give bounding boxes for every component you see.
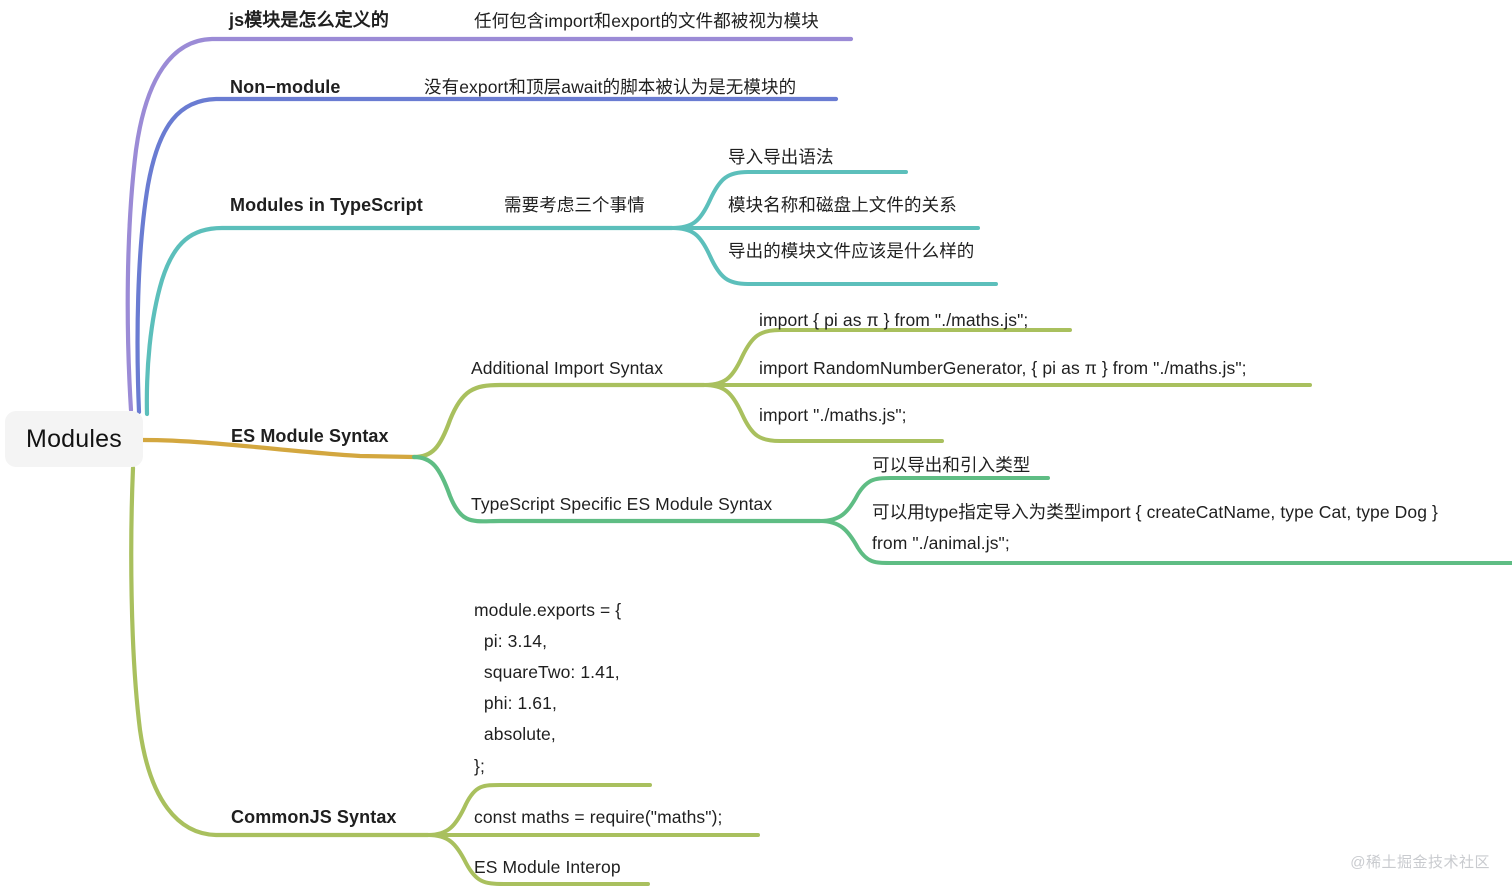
node-module-exports-line4[interactable]: phi: 1.61, — [474, 693, 557, 713]
node-module-name-file-relation[interactable]: 模块名称和磁盘上文件的关系 — [728, 195, 957, 215]
node-js-module-definition-detail[interactable]: 任何包含import和export的文件都被视为模块 — [474, 11, 819, 31]
node-type-modifier-import-line1[interactable]: 可以用type指定导入为类型import { createCatName, ty… — [872, 502, 1438, 522]
node-additional-import-syntax[interactable]: Additional Import Syntax — [471, 358, 664, 378]
node-three-considerations[interactable]: 需要考虑三个事情 — [504, 195, 645, 215]
root-node[interactable]: Modules — [5, 411, 143, 467]
node-module-exports-line6[interactable]: }; — [474, 756, 485, 776]
node-module-exports-line2[interactable]: pi: 3.14, — [474, 631, 548, 651]
connector-additional-import-syntax — [411, 382, 707, 460]
node-module-exports-line1[interactable]: module.exports = { — [474, 600, 622, 620]
node-exported-module-shape[interactable]: 导出的模块文件应该是什么样的 — [728, 241, 975, 261]
node-commonjs-syntax[interactable]: CommonJS Syntax — [231, 807, 397, 827]
root-node-label: Modules — [26, 424, 122, 453]
node-import-export-syntax[interactable]: 导入导出语法 — [728, 147, 834, 167]
node-module-exports-line3[interactable]: squareTwo: 1.41, — [474, 662, 620, 682]
node-non-module[interactable]: Non−module — [230, 77, 341, 97]
node-non-module-detail[interactable]: 没有export和顶层await的脚本被认为是无模块的 — [424, 77, 797, 97]
connector-commonjs-syntax — [129, 465, 431, 838]
node-import-side-effect-only[interactable]: import "./maths.js"; — [759, 405, 907, 425]
node-js-module-definition[interactable]: js模块是怎么定义的 — [229, 10, 390, 30]
watermark: @稀土掘金技术社区 — [1350, 854, 1490, 871]
connector-modules-in-typescript — [144, 225, 675, 417]
node-module-exports-line5[interactable]: absolute, — [474, 724, 556, 744]
node-modules-in-typescript[interactable]: Modules in TypeScript — [230, 195, 423, 215]
node-import-pi-as-alias[interactable]: import { pi as π } from "./maths.js"; — [759, 310, 1029, 330]
node-export-import-types[interactable]: 可以导出和引入类型 — [872, 455, 1031, 475]
node-typescript-specific-es-module-syntax[interactable]: TypeScript Specific ES Module Syntax — [471, 494, 773, 514]
node-const-maths-require[interactable]: const maths = require("maths"); — [474, 807, 723, 827]
node-es-module-interop[interactable]: ES Module Interop — [474, 857, 621, 877]
node-type-modifier-import-line2[interactable]: from "./animal.js"; — [872, 533, 1010, 553]
node-import-default-and-named[interactable]: import RandomNumberGenerator, { pi as π … — [759, 358, 1247, 378]
node-es-module-syntax[interactable]: ES Module Syntax — [231, 426, 389, 446]
